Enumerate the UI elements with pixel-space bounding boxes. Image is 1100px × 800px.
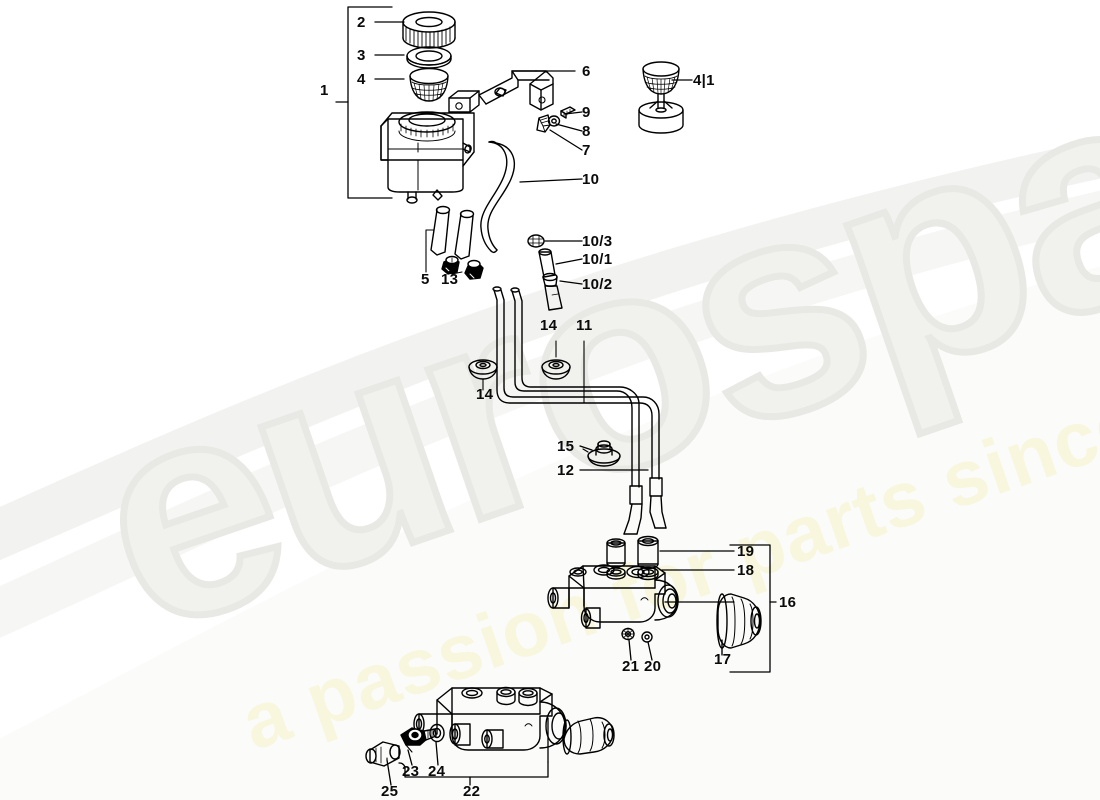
leader-lines-mid (579, 445, 649, 471)
callout-8: 8 (582, 123, 591, 140)
part-16-master-cylinder (547, 564, 679, 629)
part-5-connecting-hoses (425, 205, 475, 273)
part-3-cap-seal-ring (406, 46, 452, 69)
callout-15: 15 (557, 438, 575, 455)
part-22-master-cylinder-lower (413, 686, 615, 755)
callout-24: 24 (428, 763, 446, 780)
callout-4-1: 4|1 (693, 72, 715, 89)
callout-2: 2 (357, 14, 366, 31)
part-4-filter-strainer (409, 67, 449, 102)
callout-11: 11 (576, 317, 593, 334)
callout-10-2: 10/2 (582, 276, 613, 293)
callout-7: 7 (582, 142, 591, 159)
callout-22: 22 (463, 783, 481, 800)
callout-14-top: 14 (540, 317, 558, 334)
callout-6: 6 (582, 63, 591, 80)
part-13-hose-clips (441, 255, 484, 280)
part-17-dust-boot (716, 593, 762, 656)
part-1-reservoir-body (380, 111, 475, 204)
parts-20-21-fasteners (621, 627, 653, 643)
callout-17: 17 (714, 651, 732, 668)
callout-20: 20 (644, 658, 662, 675)
bracket-group-1 (335, 6, 393, 199)
part-15-grommet-large (582, 440, 621, 467)
parts-11-12-brake-lines (492, 286, 667, 535)
callout-14-left: 14 (476, 386, 494, 403)
callout-5: 5 (421, 271, 430, 288)
part-6-mounting-bracket (448, 70, 554, 113)
part-25-plug (365, 741, 401, 767)
leader-lines-master-cylinder (628, 550, 735, 661)
callout-10: 10 (582, 171, 600, 188)
part-4-1-filter-strainer-alt (638, 61, 684, 134)
parts-7-8-9-fasteners (536, 106, 576, 133)
callout-10-1: 10/1 (582, 251, 613, 268)
swoosh-band-3 (0, 266, 1100, 800)
callout-16: 16 (779, 594, 797, 611)
bracket-group-16 (729, 544, 777, 673)
callout-21: 21 (622, 658, 640, 675)
bracket-group-22 (398, 761, 549, 786)
part-24-o-ring (429, 723, 445, 743)
parts-10-subassembly (527, 234, 563, 311)
callout-18: 18 (737, 562, 755, 579)
part-19-reservoir-plugs (606, 535, 659, 570)
swoosh-band-2 (0, 190, 1100, 638)
callout-9: 9 (582, 104, 591, 121)
callout-12: 12 (557, 462, 575, 479)
callout-23: 23 (402, 763, 420, 780)
part-10-flexible-hose (480, 140, 515, 254)
swoosh-band-1 (0, 138, 1100, 561)
callout-25: 25 (381, 783, 399, 800)
part-23-brake-light-switch (400, 727, 437, 753)
callout-13: 13 (441, 271, 459, 288)
callout-3: 3 (357, 47, 366, 64)
callout-4: 4 (357, 71, 366, 88)
callout-19: 19 (737, 543, 755, 560)
part-14-grommets (468, 340, 585, 404)
callout-10-3: 10/3 (582, 233, 613, 250)
part-2-reservoir-cap (402, 11, 456, 49)
callout-1: 1 (320, 82, 329, 99)
